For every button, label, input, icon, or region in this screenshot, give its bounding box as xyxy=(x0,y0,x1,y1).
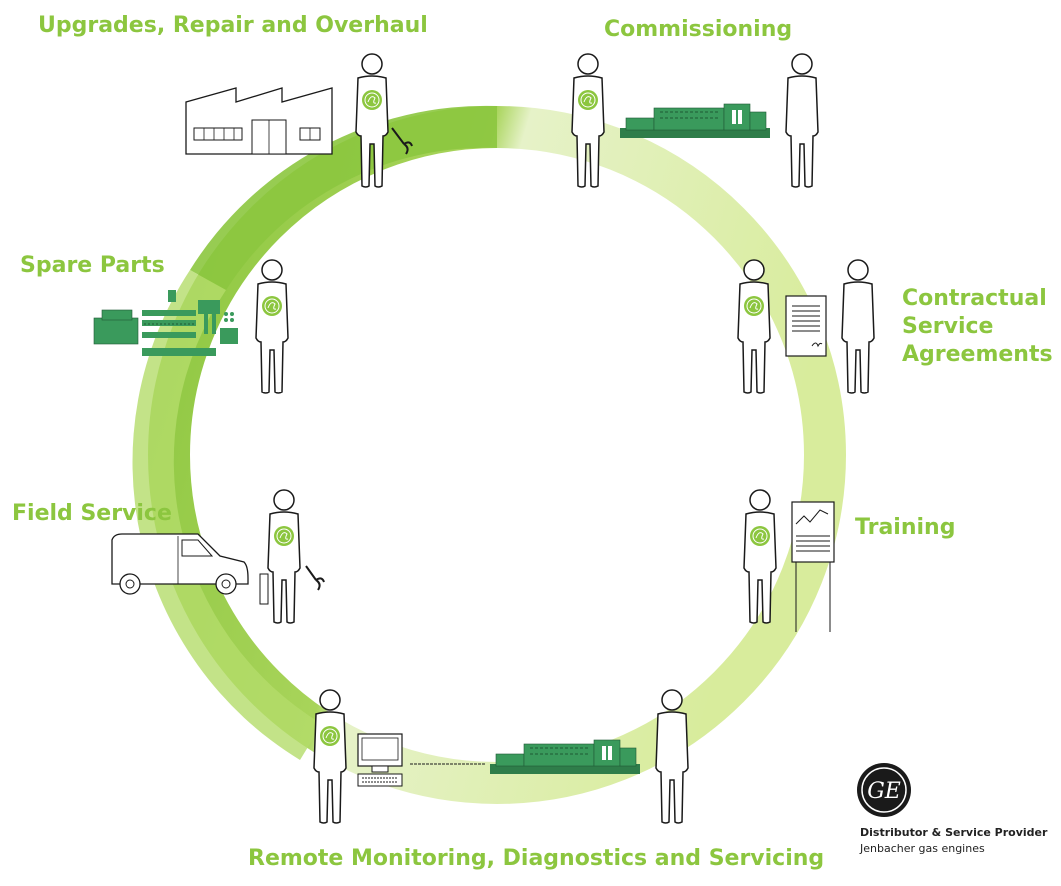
spare-parts-icon xyxy=(93,290,238,356)
brand-line-2: Jenbacher gas engines xyxy=(860,842,985,855)
ge-badge-icon xyxy=(261,295,283,317)
factory-icon xyxy=(185,87,333,155)
label-field-service: Field Service xyxy=(12,501,172,526)
person-icon xyxy=(255,259,289,394)
person-icon xyxy=(785,53,819,188)
ge-logo-icon: GE xyxy=(857,763,911,817)
person-icon xyxy=(267,489,301,624)
service-ring-active-segment xyxy=(190,105,497,291)
document-icon xyxy=(785,295,827,357)
computer-icon xyxy=(357,733,403,787)
chart-board-icon xyxy=(791,501,835,632)
label-contractual-1: Contractual xyxy=(902,286,1047,311)
label-remote-monitoring: Remote Monitoring, Diagnostics and Servi… xyxy=(248,846,825,871)
person-icon xyxy=(841,259,875,394)
van-icon xyxy=(111,533,249,595)
toolcase-icon xyxy=(259,573,269,605)
label-spare-parts: Spare Parts xyxy=(20,253,165,278)
label-contractual-2: Service xyxy=(902,314,994,339)
engine-icon xyxy=(489,739,641,775)
wrench-icon xyxy=(391,127,413,155)
ge-badge-icon xyxy=(743,295,765,317)
person-icon xyxy=(571,53,605,188)
engine-icon xyxy=(619,103,771,139)
label-training: Training xyxy=(855,515,956,540)
label-commissioning: Commissioning xyxy=(604,17,793,42)
label-contractual-3: Agreements xyxy=(902,342,1053,367)
ge-badge-icon xyxy=(273,525,295,547)
wrench-icon xyxy=(305,565,325,591)
brand-line-1: Distributor & Service Provider xyxy=(860,826,1048,839)
ge-badge-icon xyxy=(361,89,383,111)
ge-badge-icon xyxy=(577,89,599,111)
ge-badge-icon xyxy=(749,525,771,547)
service-ring-left-segment xyxy=(132,270,322,760)
ge-badge-icon xyxy=(319,725,341,747)
label-upgrades: Upgrades, Repair and Overhaul xyxy=(38,13,428,38)
ge-logo-text: GE xyxy=(867,779,901,804)
